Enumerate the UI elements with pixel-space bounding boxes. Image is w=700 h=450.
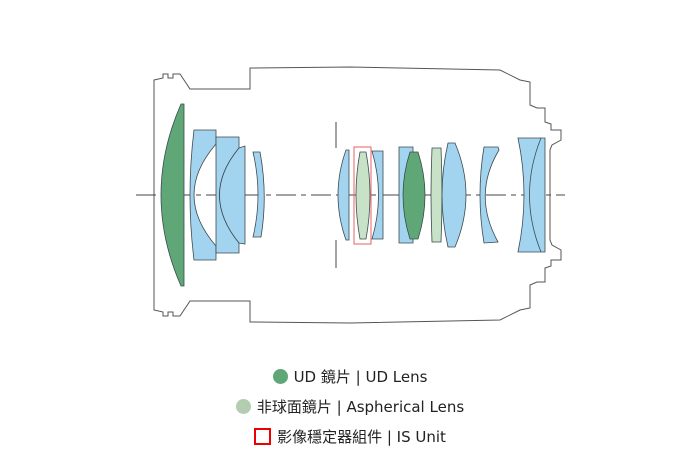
aspherical-lens-marker-icon	[235, 399, 251, 414]
lens-element-8	[371, 150, 384, 240]
ud-lens-marker-icon	[272, 369, 288, 384]
ud-lens-rear	[402, 151, 426, 240]
lens-element-14-cement	[529, 137, 542, 253]
ud-lens-front	[160, 103, 185, 287]
lens-element-12	[441, 142, 467, 248]
lens-element-14	[517, 137, 546, 253]
aspherical-lens-is	[355, 151, 371, 240]
aspherical-lens-rear	[430, 147, 443, 243]
legend-label: 影像穩定器組件 | IS Unit	[277, 428, 446, 446]
legend-ud-lens: UD 鏡片 | UD Lens	[0, 366, 700, 387]
legend-aspherical-lens: 非球面鏡片 | Aspherical Lens	[0, 396, 700, 417]
legend-is-unit: 影像穩定器組件 | IS Unit	[0, 426, 700, 447]
legend-label: 非球面鏡片 | Aspherical Lens	[256, 398, 465, 416]
lens-element-6	[337, 149, 350, 241]
lens-element-4	[219, 145, 246, 245]
is-unit-marker-icon	[254, 428, 272, 445]
lens-element-13	[479, 146, 500, 244]
legend-label: UD 鏡片 | UD Lens	[293, 368, 428, 386]
lens-barrel-outline	[153, 66, 562, 324]
lens-element-5	[252, 151, 265, 238]
is-unit-box	[353, 146, 372, 245]
